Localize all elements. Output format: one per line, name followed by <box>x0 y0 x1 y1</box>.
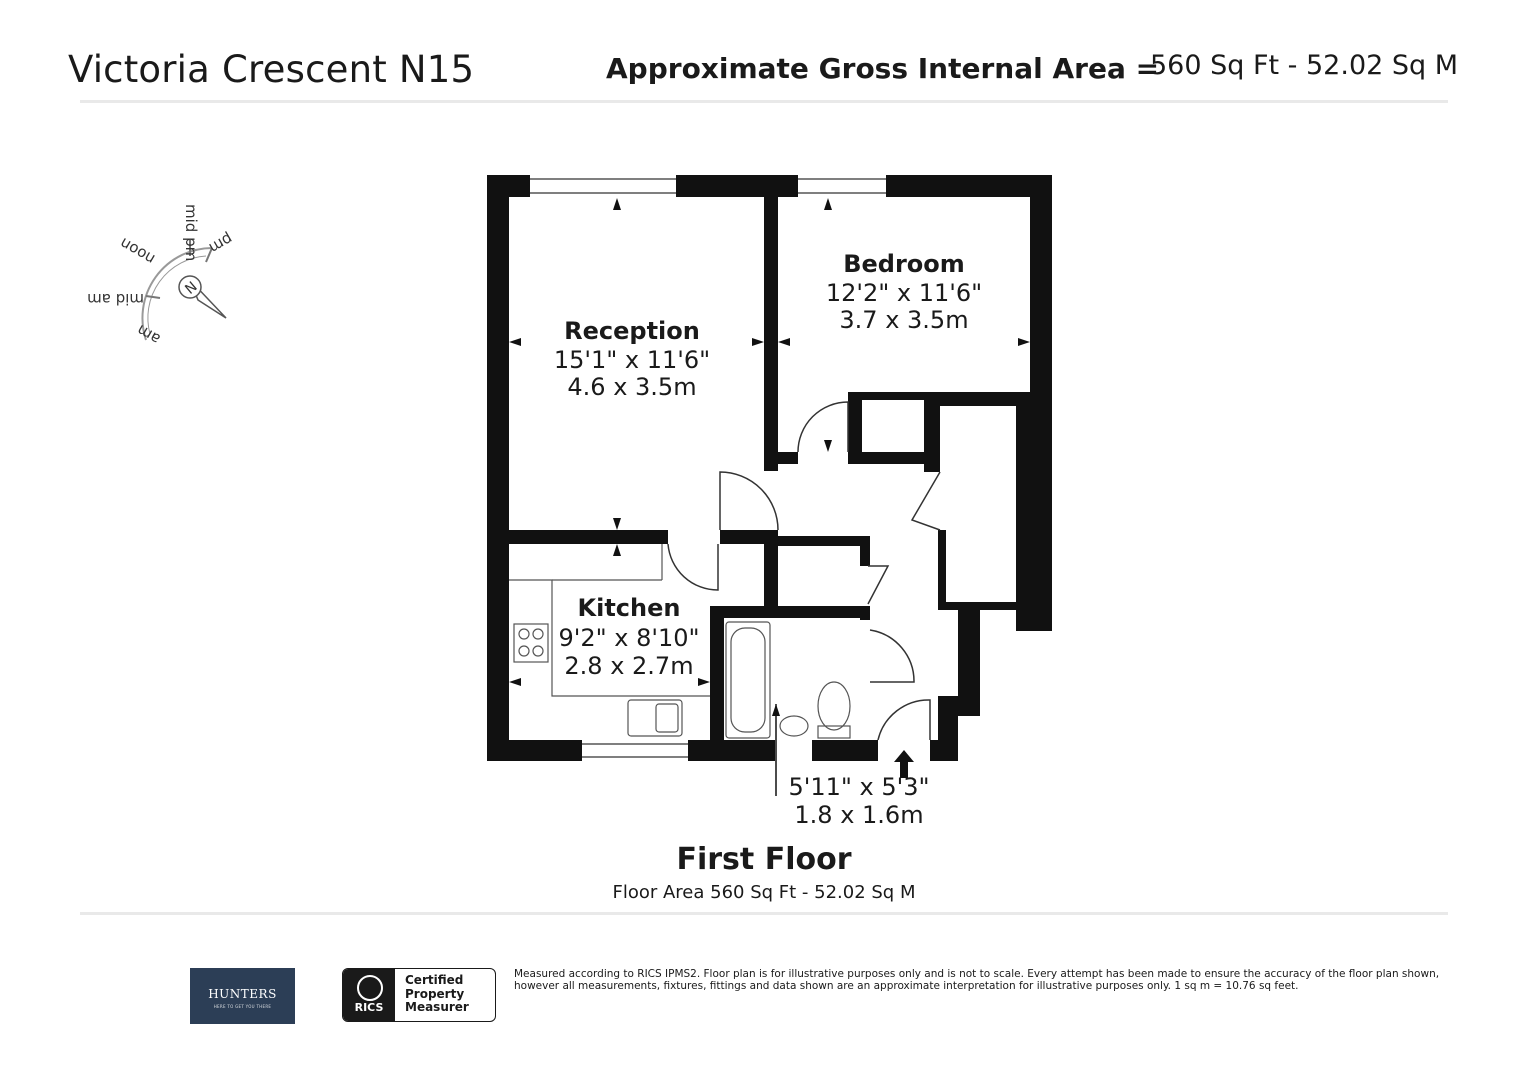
toilet-icon <box>817 681 851 731</box>
hunters-logo-text: HUNTERS <box>208 987 277 1001</box>
room-name: Kitchen <box>578 594 681 622</box>
compass-label-mid-pm: mid pm <box>182 204 200 261</box>
hunters-tagline: HERE TO GET YOU THERE <box>213 1004 272 1009</box>
bath-icon <box>725 621 771 739</box>
room-bathroom: 5'11" x 5'3" 1.8 x 1.6m <box>788 773 929 829</box>
basin-icon <box>779 715 809 737</box>
room-metric: 4.6 x 3.5m <box>567 373 696 401</box>
hunters-logo: HUNTERS HERE TO GET YOU THERE <box>190 968 295 1024</box>
rics-logo-text: RICS <box>354 1001 384 1014</box>
room-metric: 2.8 x 2.7m <box>564 652 693 680</box>
room-name: Reception <box>564 317 700 345</box>
room-reception: Reception 15'1" x 11'6" 4.6 x 3.5m <box>554 317 710 401</box>
room-metric: 1.8 x 1.6m <box>794 801 923 829</box>
floor-area: Floor Area 560 Sq Ft - 52.02 Sq M <box>612 882 916 903</box>
rics-logo: RICS <box>343 969 395 1021</box>
room-imperial: 5'11" x 5'3" <box>788 773 929 801</box>
room-imperial: 12'2" x 11'6" <box>826 279 982 307</box>
rics-seal-icon <box>357 975 383 1001</box>
room-name: Bedroom <box>843 250 965 278</box>
header-divider <box>80 100 1448 103</box>
gross-area-label: Approximate Gross Internal Area = <box>606 52 1160 85</box>
room-imperial: 9'2" x 8'10" <box>558 624 699 652</box>
floor-title: First Floor <box>676 842 852 877</box>
room-metric: 3.7 x 3.5m <box>839 306 968 334</box>
room-imperial: 15'1" x 11'6" <box>554 346 710 374</box>
gross-area-value: 560 Sq Ft - 52.02 Sq M <box>1150 50 1459 81</box>
entrance-arrow-icon <box>894 750 914 778</box>
measurement-arrows <box>509 198 1030 716</box>
property-title: Victoria Crescent N15 <box>68 48 475 91</box>
kitchen-fixtures <box>509 544 710 737</box>
rics-certified-badge: RICS Certified Property Measurer <box>342 968 496 1022</box>
rics-cert-line: Measurer <box>405 1000 469 1014</box>
hob-icon <box>513 623 549 663</box>
compass-label-noon: noon <box>117 234 158 268</box>
compass-label-am: am <box>134 321 164 348</box>
rics-certification-text: Certified Property Measurer <box>405 973 469 1015</box>
footer-divider <box>80 912 1448 915</box>
doors <box>667 401 941 741</box>
room-kitchen: Kitchen 9'2" x 8'10" 2.8 x 2.7m <box>558 594 699 680</box>
rics-cert-line: Property <box>405 986 465 1001</box>
windows <box>530 178 886 758</box>
rics-cert-line: Certified <box>405 973 464 987</box>
bathroom-fixtures <box>725 621 851 739</box>
compass-label-mid-am: mid am <box>87 290 144 308</box>
sink-icon <box>627 699 683 737</box>
disclaimer-text: Measured according to RICS IPMS2. Floor … <box>514 968 1440 992</box>
room-bedroom: Bedroom 12'2" x 11'6" 3.7 x 3.5m <box>826 250 982 334</box>
compass-icon: N mid pm pm noon mid am am <box>87 204 236 348</box>
walls <box>487 175 1052 761</box>
